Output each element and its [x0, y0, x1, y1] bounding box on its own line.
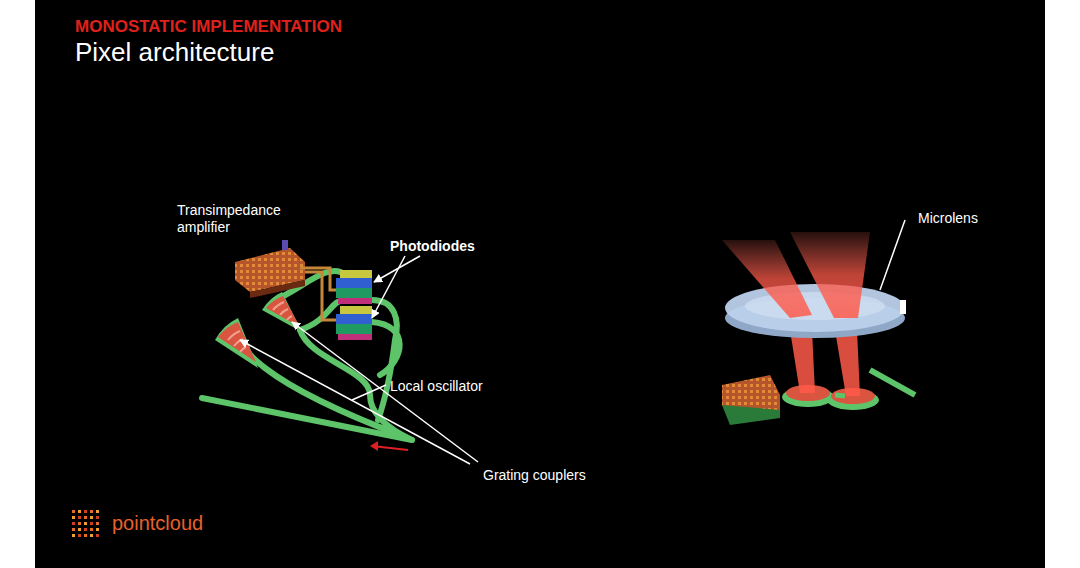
logo-dot	[84, 528, 87, 531]
photodiodes	[336, 270, 372, 340]
microlens	[725, 284, 906, 338]
part-label: Photodiodes	[390, 238, 475, 255]
logo-dot	[84, 516, 87, 519]
logo-dots	[72, 510, 99, 537]
logo-dot	[72, 528, 75, 531]
light-beams	[790, 330, 860, 396]
logo-dot	[90, 516, 93, 519]
logo-dot	[84, 522, 87, 525]
logo-text: pointcloud	[112, 511, 203, 535]
part-label: Transimpedance amplifier	[177, 202, 297, 236]
logo-dot	[72, 522, 75, 525]
chip-3d	[722, 370, 915, 425]
logo-dot	[90, 528, 93, 531]
logo-dot	[78, 510, 81, 513]
logo-dot	[78, 522, 81, 525]
logo-dot	[72, 516, 75, 519]
logo-dot	[96, 534, 99, 537]
logo-dot	[84, 510, 87, 513]
logo-dot	[90, 534, 93, 537]
part-label: Local oscillator	[390, 378, 483, 395]
leader-lines	[240, 220, 905, 464]
part-label: Microlens	[918, 210, 978, 227]
logo-dot	[96, 510, 99, 513]
light-direction-head	[370, 441, 378, 451]
logo-dot	[96, 522, 99, 525]
logo-dot	[72, 510, 75, 513]
logo-dot	[78, 516, 81, 519]
logo-dot	[72, 534, 75, 537]
incoming-beams	[722, 232, 870, 318]
part-label: Grating couplers	[483, 467, 586, 484]
grating-couplers	[215, 292, 302, 368]
section-kicker: MONOSTATIC IMPLEMENTATION	[75, 17, 342, 37]
logo-dot	[90, 510, 93, 513]
logo-dot	[84, 534, 87, 537]
logo-dot	[78, 528, 81, 531]
slide-title: Pixel architecture	[75, 37, 274, 68]
logo-dot	[96, 516, 99, 519]
logo-dot	[78, 534, 81, 537]
logo-dot	[90, 522, 93, 525]
logo-dot	[96, 528, 99, 531]
waveguides	[202, 271, 412, 440]
